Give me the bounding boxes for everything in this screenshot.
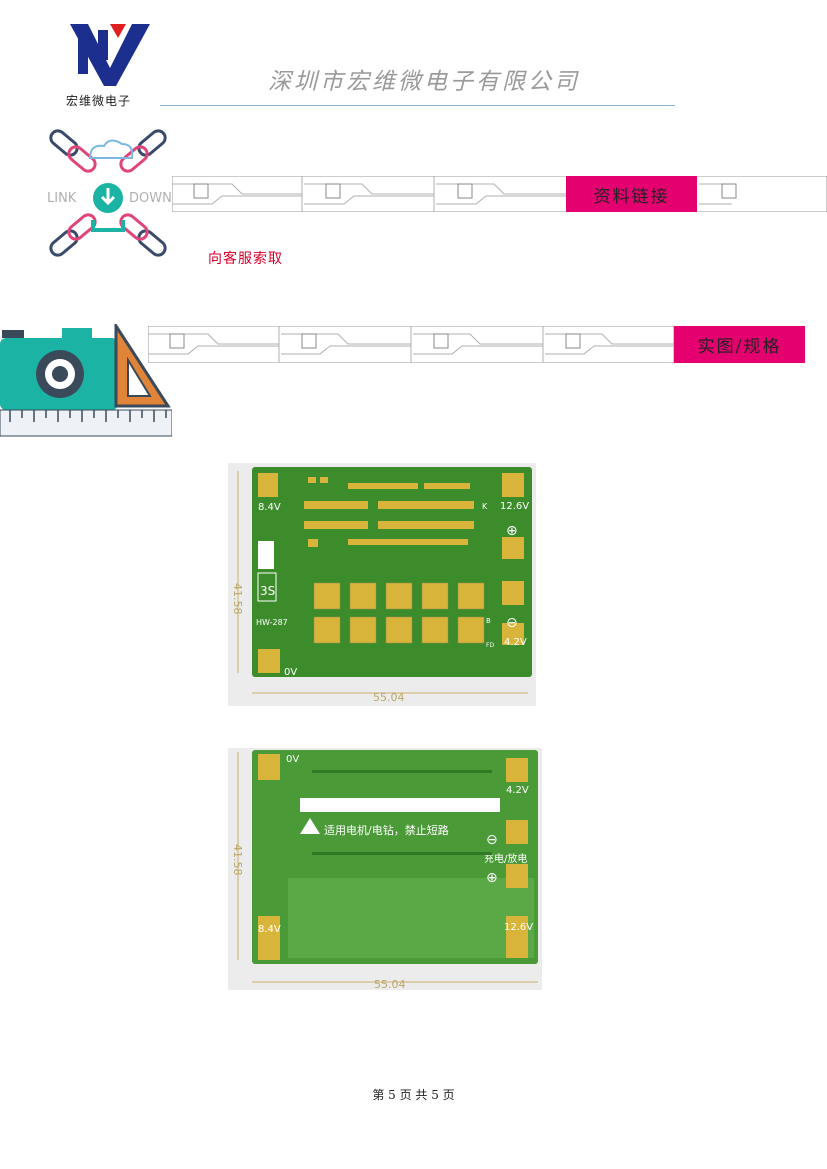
label-b: B	[486, 617, 491, 625]
charge-discharge-label: 充电/放电	[484, 852, 527, 865]
camera-ruler-icon	[0, 324, 172, 437]
back-label-8-4v: 8.4V	[258, 924, 281, 935]
minus-icon: ⊖	[506, 615, 518, 631]
photo-spec-badge[interactable]: 实图/规格	[674, 326, 805, 363]
company-logo	[70, 24, 150, 86]
model-label: HW-287	[256, 618, 288, 627]
circuit-banner-1	[172, 176, 827, 212]
svg-text:LINK: LINK	[47, 191, 77, 206]
plus-icon: ⊕	[506, 523, 518, 539]
contact-service-text: 向客服索取	[208, 251, 283, 267]
link-download-icon: LINK DOWN	[47, 129, 171, 257]
label-fd: FD	[486, 642, 494, 649]
height-dimension: 41.58	[231, 583, 244, 615]
docs-link-badge[interactable]: 资料链接	[566, 176, 697, 212]
side-mark: 3S	[260, 584, 275, 598]
label-4-2v: 4.2V	[504, 637, 527, 648]
header-divider	[160, 105, 675, 106]
width-dimension-back: 55.04	[374, 978, 406, 990]
label-0v: 0V	[284, 667, 297, 678]
label-8-4v: 8.4V	[258, 502, 281, 513]
back-label-12-6v: 12.6V	[504, 922, 533, 933]
pcb-back-photo: 41.58 55.04 0V 4.2V 8.4V 12.6V 适用电机/电钻，禁…	[228, 748, 542, 991]
back-minus-icon: ⊖	[486, 832, 498, 848]
company-name: 深圳市宏维微电子有限公司	[268, 69, 580, 95]
width-dimension: 55.04	[373, 691, 405, 704]
warning-text: 适用电机/电钻，禁止短路	[324, 823, 449, 837]
logo-text: 宏维微电子	[66, 94, 132, 108]
back-label-4-2v: 4.2V	[506, 785, 529, 796]
label-12-6v: 12.6V	[500, 501, 529, 512]
pcb-front-photo: 41.58 55.04 3S 8.4V 12	[228, 463, 536, 706]
page-footer: 第 5 页 共 5 页	[372, 1088, 455, 1102]
label-k: K	[482, 502, 488, 511]
warning-icon	[300, 818, 320, 834]
back-label-0v: 0V	[286, 754, 299, 765]
svg-text:DOWN: DOWN	[129, 191, 171, 206]
circuit-banner-2	[148, 326, 674, 363]
height-dimension-back: 41.58	[231, 844, 244, 876]
back-plus-icon: ⊕	[486, 870, 498, 886]
